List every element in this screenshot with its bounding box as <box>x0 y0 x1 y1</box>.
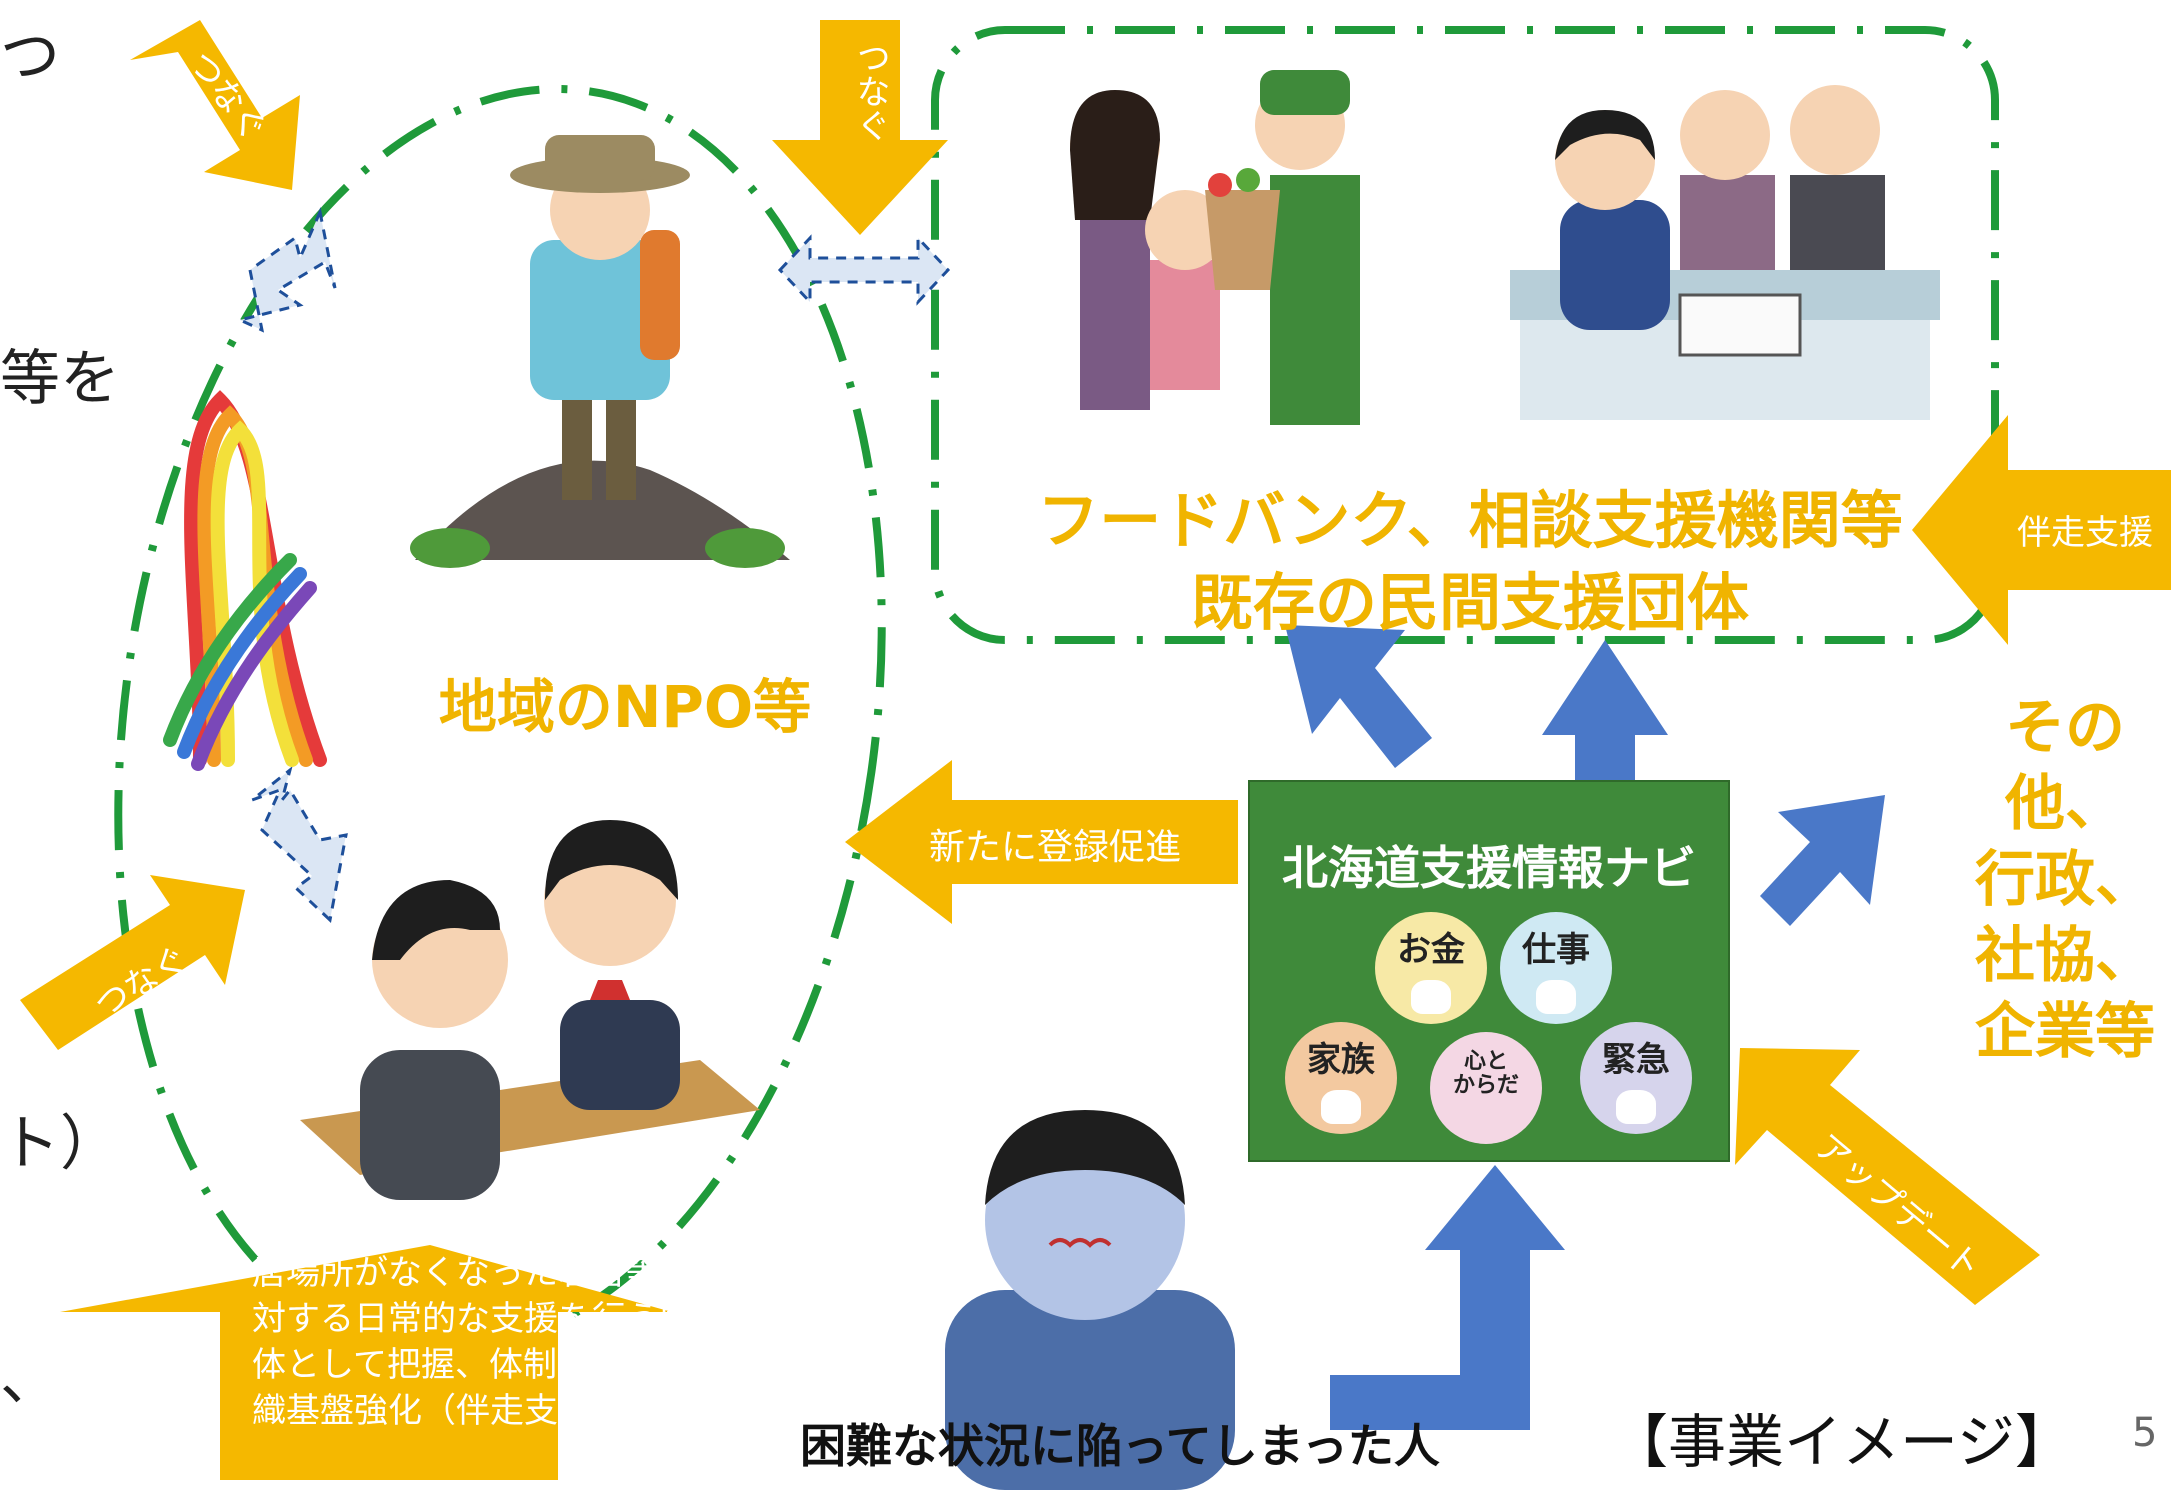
other-label-line3: 社協、 <box>1975 921 2155 991</box>
bubble-emergency-label: 緊急 <box>1602 1040 1670 1080</box>
npo-label: 地域のNPO等 <box>438 673 812 741</box>
bubble-work-label: 仕事 <box>1522 930 1590 970</box>
project-image-label: 【事業イメージ】 <box>1610 1408 2073 1476</box>
counseling-illustration <box>300 820 760 1200</box>
bubble-mind-body-label-top: 心と <box>1463 1049 1508 1074</box>
bubble-money: お金 <box>1375 912 1487 1024</box>
distressed-person-illustration <box>945 1110 1235 1490</box>
org-label-line2: 既存の民間支援団体 <box>1190 566 1749 639</box>
bear-icon <box>1616 1090 1656 1124</box>
hiker-illustration <box>410 135 790 568</box>
food-bank-illustration <box>1070 70 1360 425</box>
bubble-money-label: お金 <box>1397 930 1465 970</box>
connect-arrow-text-2: つなぐ <box>850 40 890 142</box>
blue-arrow-person <box>1330 1165 1565 1430</box>
connect-arrow-top <box>772 20 948 235</box>
bubble-mind-body-label-bottom: からだ <box>1452 1073 1519 1098</box>
org-group-outline <box>931 26 1999 644</box>
blue-arrow-up-center <box>1542 640 1668 822</box>
connect-arrow-bottom-left <box>20 875 245 1050</box>
other-label-line1: その他、 <box>2005 693 2125 839</box>
register-arrow-text: 新たに登録促進 <box>928 827 1181 868</box>
accompany-arrow <box>1912 415 2171 645</box>
blue-arrow-diag-left <box>1285 625 1432 768</box>
register-arrow <box>845 760 1238 924</box>
other-stakeholders-label: その他、 行政、 社協、 企業等 <box>1950 690 2171 1070</box>
accompany-arrow-text: 伴走支援 <box>2017 513 2153 553</box>
bubble-family: 家族 <box>1285 1022 1397 1134</box>
other-label-line4: 企業等 <box>1975 997 2155 1067</box>
bear-icon <box>1411 980 1451 1014</box>
other-label-line2: 行政、 <box>1975 845 2155 915</box>
update-arrow <box>1735 1048 2040 1305</box>
edge-text-3: ト） <box>0 1109 120 1179</box>
person-label: 困難な状況に陥ってしまった人 <box>800 1419 1440 1473</box>
edge-text-4: 、 <box>0 1344 60 1414</box>
double-arrow-upper-left <box>235 206 337 333</box>
double-arrow-top <box>777 234 951 306</box>
blue-arrow-diag-right <box>1760 795 1885 926</box>
consultation-illustration <box>1510 85 1940 420</box>
page-number: 5 <box>2132 1410 2158 1456</box>
edge-text-2: 等を <box>0 344 120 414</box>
connect-arrow-top-left <box>130 20 300 190</box>
bubble-emergency: 緊急 <box>1580 1022 1692 1134</box>
bear-icon <box>1536 980 1576 1014</box>
navi-title: 北海道支援情報ナビ <box>1282 841 1696 895</box>
org-label-line1: フードバンク、相談支援機関等 <box>1037 484 1903 557</box>
bubble-family-label: 家族 <box>1307 1040 1375 1080</box>
rainbow-ribbon <box>163 390 327 771</box>
caption-up-arrow <box>60 1245 672 1480</box>
navi-panel: 北海道支援情報ナビ お金 仕事 家族 心と からだ 緊急 <box>1248 780 1730 1162</box>
double-arrow-lower-left <box>251 766 348 923</box>
bubble-mind-body: 心と からだ <box>1430 1032 1542 1144</box>
support-caption: 居場所がなくなった若者等に対する日常的な支援を行う団体として把握、体制整備、組織… <box>252 1253 694 1431</box>
org-group-label: フードバンク、相談支援機関等 既存の民間支援団体 <box>1030 480 1910 644</box>
edge-text-1: つ <box>0 22 60 92</box>
bubble-work: 仕事 <box>1500 912 1612 1024</box>
bear-icon <box>1321 1090 1361 1124</box>
